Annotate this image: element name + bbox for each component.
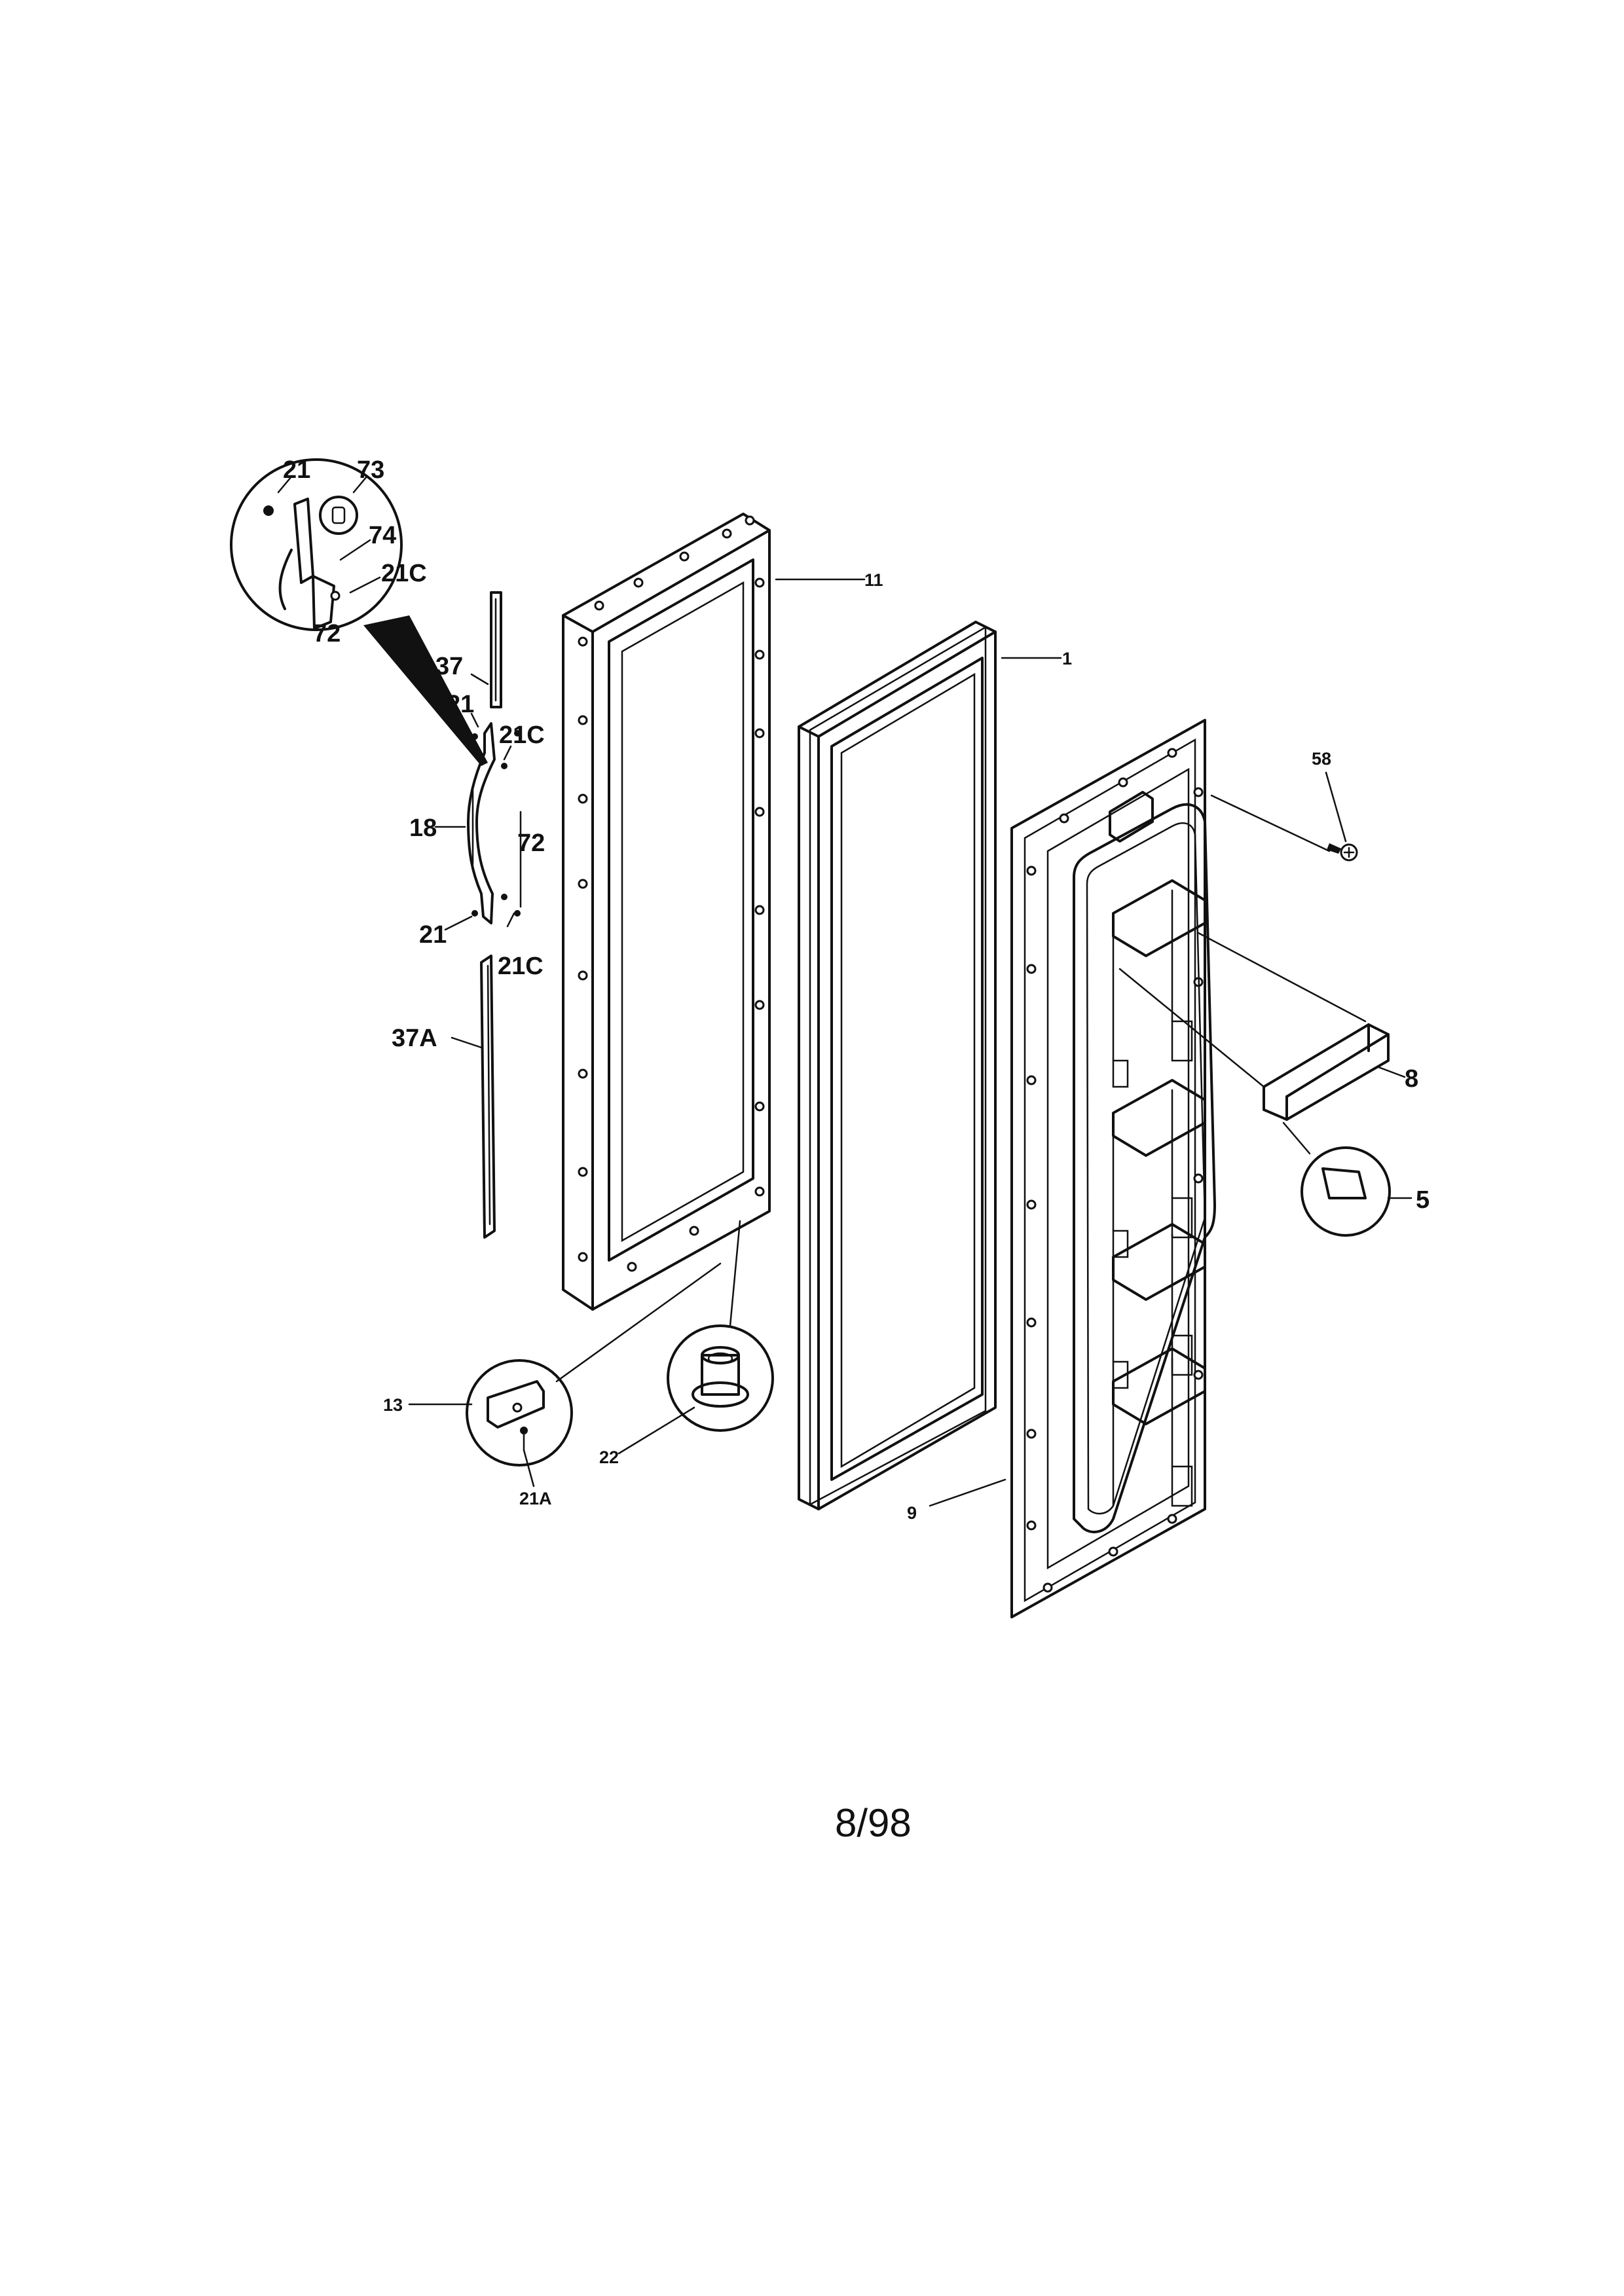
callout-21-upper: 21 <box>447 691 474 718</box>
liner-holes <box>1026 748 1204 1593</box>
hinge-assembly-part-18 <box>467 591 521 1239</box>
callout-21c-lower: 21C <box>498 953 544 980</box>
callout-21-lower: 21 <box>419 921 447 949</box>
detail-magnifier-icon <box>230 458 488 766</box>
door-liner-part-9 <box>1010 719 1216 1618</box>
callout-18: 18 <box>409 814 437 842</box>
callout-22: 22 <box>599 1448 619 1467</box>
callout-labels: 21 73 74 21C 72 11 1 37 21 21C 18 72 21 … <box>283 456 1430 1523</box>
callout-74: 74 <box>369 522 396 549</box>
callout-13: 13 <box>383 1395 403 1415</box>
screw-part-58 <box>1210 794 1358 862</box>
callout-21c-upper: 21C <box>499 721 545 749</box>
frame-holes <box>578 515 765 1272</box>
callout-21-detail: 21 <box>283 456 310 484</box>
callout-8: 8 <box>1405 1065 1418 1093</box>
callout-73: 73 <box>357 456 384 484</box>
detail-circle-part-5 <box>1282 1121 1391 1237</box>
callout-58: 58 <box>1312 749 1331 769</box>
callout-1: 1 <box>1062 649 1072 668</box>
callout-21a: 21A <box>519 1489 552 1508</box>
callout-5: 5 <box>1416 1186 1430 1214</box>
leader-lines <box>277 475 1412 1507</box>
callout-21c-detail: 21C <box>381 560 427 587</box>
callout-11: 11 <box>864 570 883 590</box>
callout-72-detail: 72 <box>313 620 341 647</box>
detail-circle-part-13 <box>466 1262 722 1467</box>
callout-37: 37 <box>435 653 463 680</box>
bin-bar-part-8 <box>1118 932 1390 1121</box>
callout-9: 9 <box>907 1503 917 1523</box>
page-number: 8/98 <box>835 1801 912 1845</box>
callout-72: 72 <box>517 829 545 857</box>
door-frame-part-11 <box>562 513 771 1311</box>
callout-37a: 37A <box>392 1025 437 1052</box>
door-gasket-part-1 <box>798 621 997 1510</box>
door-bins <box>1112 879 1206 1507</box>
detail-circle-part-22 <box>667 1220 774 1432</box>
